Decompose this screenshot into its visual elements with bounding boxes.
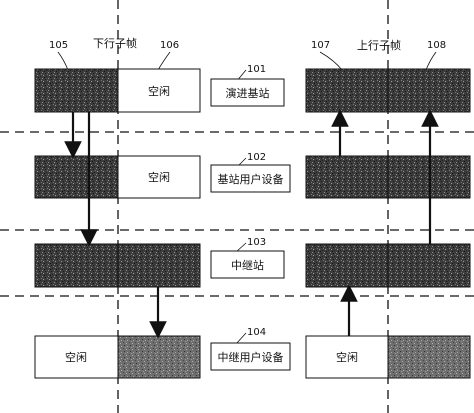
row-bs-ue: 空闲 基站用户设备 (34, 155, 471, 199)
ul-frame-busy (305, 155, 389, 199)
ul-frame-busy (387, 243, 471, 288)
dl-frame-busy (117, 335, 201, 379)
dl-frame-105 (34, 68, 119, 113)
idle-label: 空闲 (65, 350, 87, 364)
idle-label: 空闲 (336, 350, 358, 364)
downlink-subframe-title: 下行子帧 (93, 36, 137, 50)
ul-frame-idle (305, 335, 389, 379)
node-relay-label: 中继站 (231, 258, 264, 272)
ref-106: 106 (160, 40, 179, 51)
row-relay-ue: 空闲 中继用户设备 空闲 (34, 335, 471, 379)
row-enb: 空闲 演进基站 (34, 68, 471, 113)
node-bs-ue-box (210, 164, 291, 193)
node-relay-ue-box (210, 342, 291, 371)
ref-103: 103 (247, 237, 266, 248)
uplink-subframe-title: 上行子帧 (357, 38, 401, 52)
ul-frame-busy (305, 243, 389, 288)
dl-frame-busy (34, 155, 119, 199)
arrows (64, 109, 439, 339)
ref-108: 108 (427, 40, 446, 51)
node-bs-ue-label: 基站用户设备 (218, 172, 284, 186)
node-relay-ue-label: 中继用户设备 (218, 350, 284, 364)
node-relay-box (210, 250, 285, 279)
node-enb-label: 演进基站 (226, 86, 270, 100)
ref-102: 102 (247, 152, 266, 163)
idle-label: 空闲 (148, 84, 170, 98)
ref-104: 104 (247, 327, 266, 338)
dl-frame-idle (117, 155, 201, 199)
dl-frame-106 (117, 68, 201, 113)
row-relay: 中继站 (34, 243, 471, 288)
dl-frame-busy (117, 243, 201, 288)
ref-107: 107 (311, 40, 330, 51)
dl-frame-busy (34, 243, 119, 288)
ul-frame-108 (387, 68, 471, 113)
ref-101: 101 (247, 64, 266, 75)
ref-105: 105 (49, 40, 68, 51)
idle-label: 空闲 (148, 170, 170, 184)
node-enb-box (210, 78, 285, 107)
ul-frame-107 (305, 68, 389, 113)
ul-frame-busy (387, 335, 471, 379)
